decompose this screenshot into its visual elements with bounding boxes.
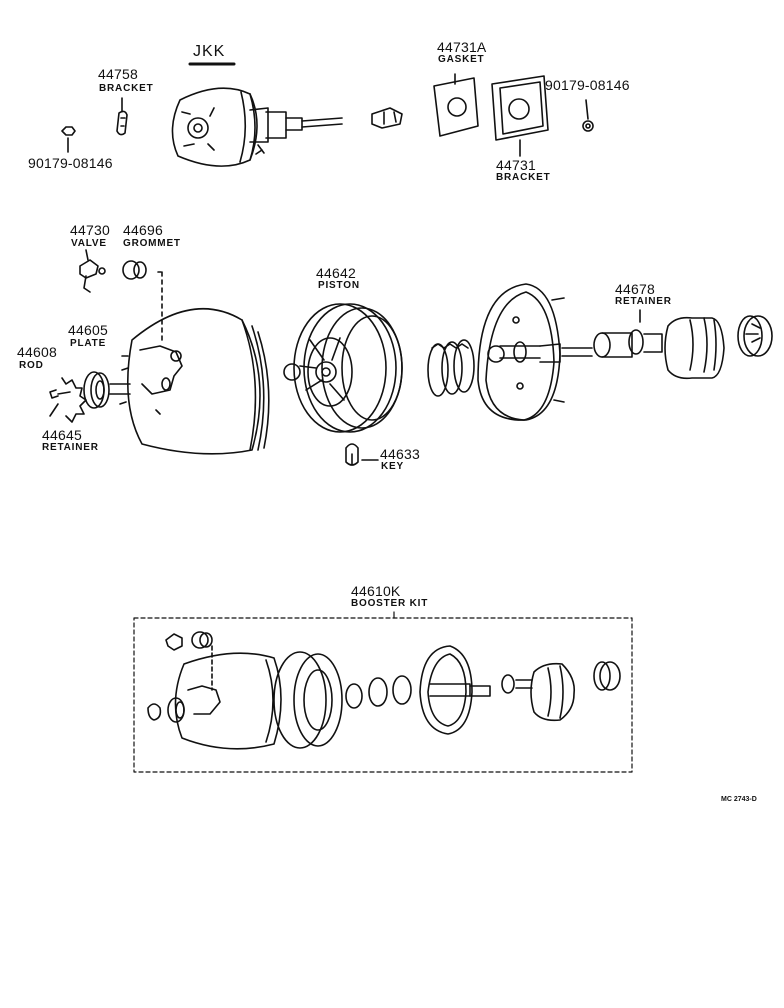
piston-part [283, 303, 403, 433]
rear-shell-part [477, 283, 565, 421]
retainer-44645-name: RETAINER [42, 442, 99, 453]
gasket-name: GASKET [438, 54, 485, 65]
bracket-44758-number: 44758 [98, 66, 138, 82]
rod-name: ROD [19, 360, 44, 371]
bracket-44731-name: BRACKET [496, 172, 551, 183]
grommet-name: GROMMET [123, 238, 181, 249]
valve-part [79, 249, 106, 293]
nut-right-number: 90179-08146 [545, 77, 630, 93]
nut-left-part [61, 126, 76, 153]
rod-number: 44608 [17, 344, 57, 360]
retainer-44678-name: RETAINER [615, 296, 672, 307]
plate-name: PLATE [70, 338, 107, 349]
model-code-label: JKK [193, 43, 226, 60]
key-name: KEY [381, 461, 404, 472]
piston-number: 44642 [316, 265, 356, 281]
piston-name: PISTON [318, 280, 360, 291]
key-number: 44633 [380, 446, 420, 462]
spring-part [427, 339, 475, 397]
plate-number: 44605 [68, 322, 108, 338]
grommet-part [122, 260, 163, 341]
booster-kit-box [133, 617, 633, 773]
booster-assembly-top [171, 87, 343, 167]
retainer-44645-number: 44645 [42, 427, 82, 443]
bracket-44758-name: BRACKET [99, 83, 154, 94]
valve-number: 44730 [70, 222, 110, 238]
rod-plate-retainer-stack [49, 371, 131, 423]
key-part [345, 443, 379, 466]
valve-body-part [561, 309, 663, 358]
booster-kit-number: 44610K [351, 583, 401, 599]
valve-name: VALVE [71, 238, 107, 249]
nut-left-number: 90179-08146 [28, 155, 113, 171]
kit-contents [147, 631, 621, 750]
bracket-44758-part [116, 97, 128, 136]
retainer-44678-number: 44678 [615, 281, 655, 297]
filter-part [737, 315, 773, 357]
booster-kit-name: BOOSTER KIT [351, 598, 429, 609]
boot-part [664, 316, 725, 380]
bracket-44731-part [491, 75, 549, 157]
gasket-part [433, 73, 479, 137]
gasket-number: 44731A [437, 39, 487, 55]
grommet-number: 44696 [123, 222, 163, 238]
nut-right-part [582, 99, 594, 132]
drawing-code: MC 2743-D [721, 796, 757, 803]
front-shell-part [119, 308, 270, 455]
clevis-part [371, 107, 403, 129]
bracket-44731-number: 44731 [496, 157, 536, 173]
